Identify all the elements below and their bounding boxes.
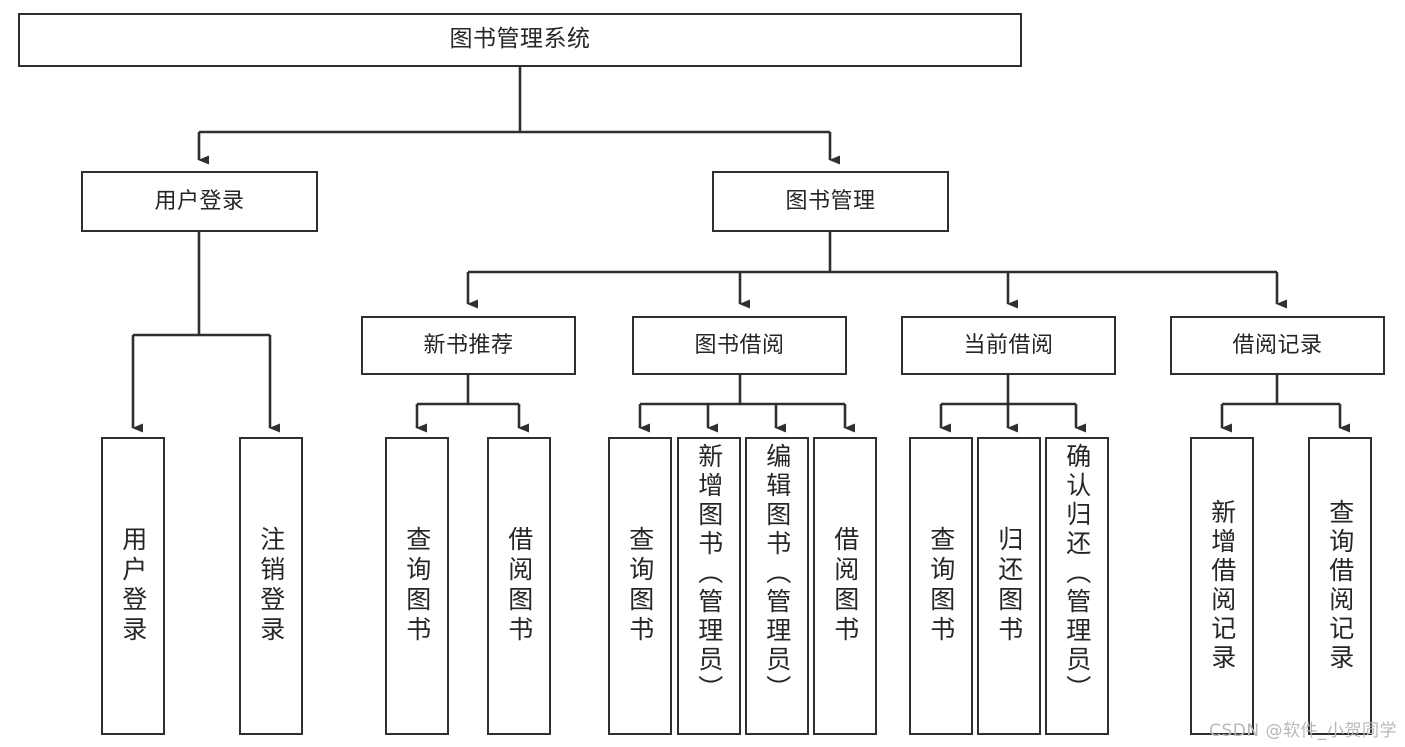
node-current-borrow[interactable]: 当前借阅 bbox=[901, 316, 1116, 375]
leaf-edit-book-label: 编辑图书（管理员） bbox=[762, 443, 792, 704]
leaf-edit-book[interactable]: 编辑图书（管理员） bbox=[745, 437, 809, 735]
csdn-watermark: CSDN @软件_小贺同学 bbox=[1209, 721, 1397, 741]
leaf-add-book-label: 新增图书（管理员） bbox=[694, 443, 724, 704]
leaf-query-book-1[interactable]: 查询图书 bbox=[385, 437, 449, 735]
leaf-return-book[interactable]: 归还图书 bbox=[977, 437, 1041, 735]
node-borrow-record-label: 借阅记录 bbox=[1232, 332, 1323, 358]
node-book-manage-label: 图书管理 bbox=[785, 188, 876, 214]
leaf-query-book-1-label: 查询图书 bbox=[402, 526, 432, 646]
leaf-borrow-book-2-label: 借阅图书 bbox=[830, 526, 860, 646]
leaf-confirm-return-label: 确认归还（管理员） bbox=[1062, 443, 1092, 704]
leaf-query-record[interactable]: 查询借阅记录 bbox=[1308, 437, 1372, 735]
leaf-add-record[interactable]: 新增借阅记录 bbox=[1190, 437, 1254, 735]
leaf-query-book-2-label: 查询图书 bbox=[625, 526, 655, 646]
node-current-borrow-label: 当前借阅 bbox=[963, 332, 1054, 358]
leaf-user-login-label: 用户登录 bbox=[118, 526, 148, 646]
leaf-user-login[interactable]: 用户登录 bbox=[101, 437, 165, 735]
node-book-borrow-label: 图书借阅 bbox=[694, 332, 785, 358]
node-book-borrow[interactable]: 图书借阅 bbox=[632, 316, 847, 375]
leaf-user-logout-label: 注销登录 bbox=[256, 526, 286, 646]
node-user-login[interactable]: 用户登录 bbox=[81, 171, 318, 232]
leaf-query-book-2[interactable]: 查询图书 bbox=[608, 437, 672, 735]
leaf-return-book-label: 归还图书 bbox=[994, 526, 1024, 646]
node-root-label: 图书管理系统 bbox=[449, 26, 591, 53]
leaf-query-book-3[interactable]: 查询图书 bbox=[909, 437, 973, 735]
node-root[interactable]: 图书管理系统 bbox=[18, 13, 1022, 67]
leaf-add-record-label: 新增借阅记录 bbox=[1207, 499, 1237, 673]
leaf-query-book-3-label: 查询图书 bbox=[926, 526, 956, 646]
node-new-book-recommend[interactable]: 新书推荐 bbox=[361, 316, 576, 375]
leaf-borrow-book-2[interactable]: 借阅图书 bbox=[813, 437, 877, 735]
node-book-manage[interactable]: 图书管理 bbox=[712, 171, 949, 232]
node-user-login-label: 用户登录 bbox=[154, 188, 245, 214]
leaf-confirm-return[interactable]: 确认归还（管理员） bbox=[1045, 437, 1109, 735]
leaf-borrow-book-1[interactable]: 借阅图书 bbox=[487, 437, 551, 735]
leaf-user-logout[interactable]: 注销登录 bbox=[239, 437, 303, 735]
leaf-borrow-book-1-label: 借阅图书 bbox=[504, 526, 534, 646]
leaf-add-book[interactable]: 新增图书（管理员） bbox=[677, 437, 741, 735]
node-borrow-record[interactable]: 借阅记录 bbox=[1170, 316, 1385, 375]
node-new-book-recommend-label: 新书推荐 bbox=[423, 332, 514, 358]
leaf-query-record-label: 查询借阅记录 bbox=[1325, 499, 1355, 673]
